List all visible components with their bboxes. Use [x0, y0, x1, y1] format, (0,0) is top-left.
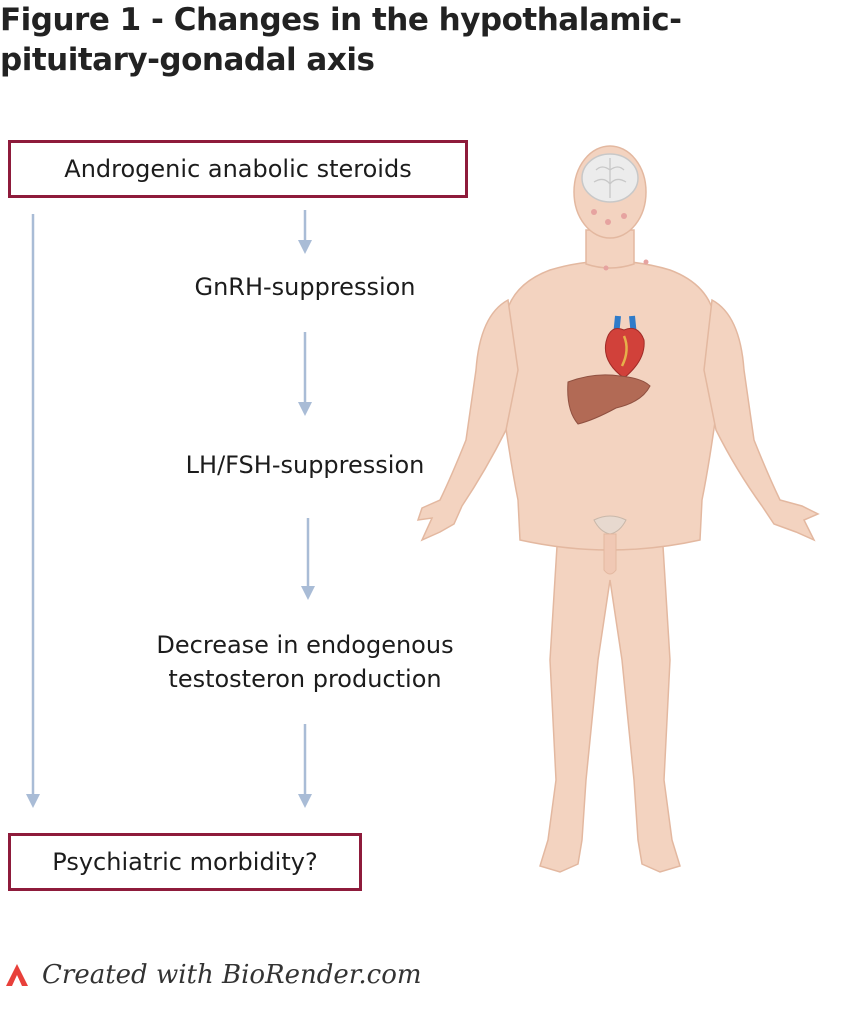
arrow-to-testosterone [301, 518, 315, 600]
step-lh-fsh: LH/FSH-suppression [185, 451, 425, 479]
end-box: Psychiatric morbidity? [8, 833, 362, 891]
arrow-to-gnrh [298, 210, 312, 254]
footer: Created with BioRender.com [4, 960, 422, 990]
biorender-logo-icon [6, 964, 28, 986]
long-arrow [26, 214, 40, 808]
end-box-label: Psychiatric morbidity? [52, 848, 318, 876]
start-box: Androgenic anabolic steroids [8, 140, 468, 198]
step-gnrh: GnRH-suppression [194, 273, 416, 301]
step-testosterone: Decrease in endogenous testosteron produ… [156, 631, 454, 693]
figure-title: Figure 1 - Changes in the hypothalamic-p… [0, 2, 682, 78]
footer-credit: Created with BioRender.com [42, 960, 422, 990]
brain-icon [581, 153, 639, 203]
start-box-label: Androgenic anabolic steroids [64, 155, 412, 183]
arrow-to-lh-fsh [298, 332, 312, 416]
liver-icon [567, 374, 651, 425]
human-body-illustration [416, 145, 820, 873]
heart-icon [604, 315, 645, 379]
arrow-to-outcome [298, 724, 312, 808]
